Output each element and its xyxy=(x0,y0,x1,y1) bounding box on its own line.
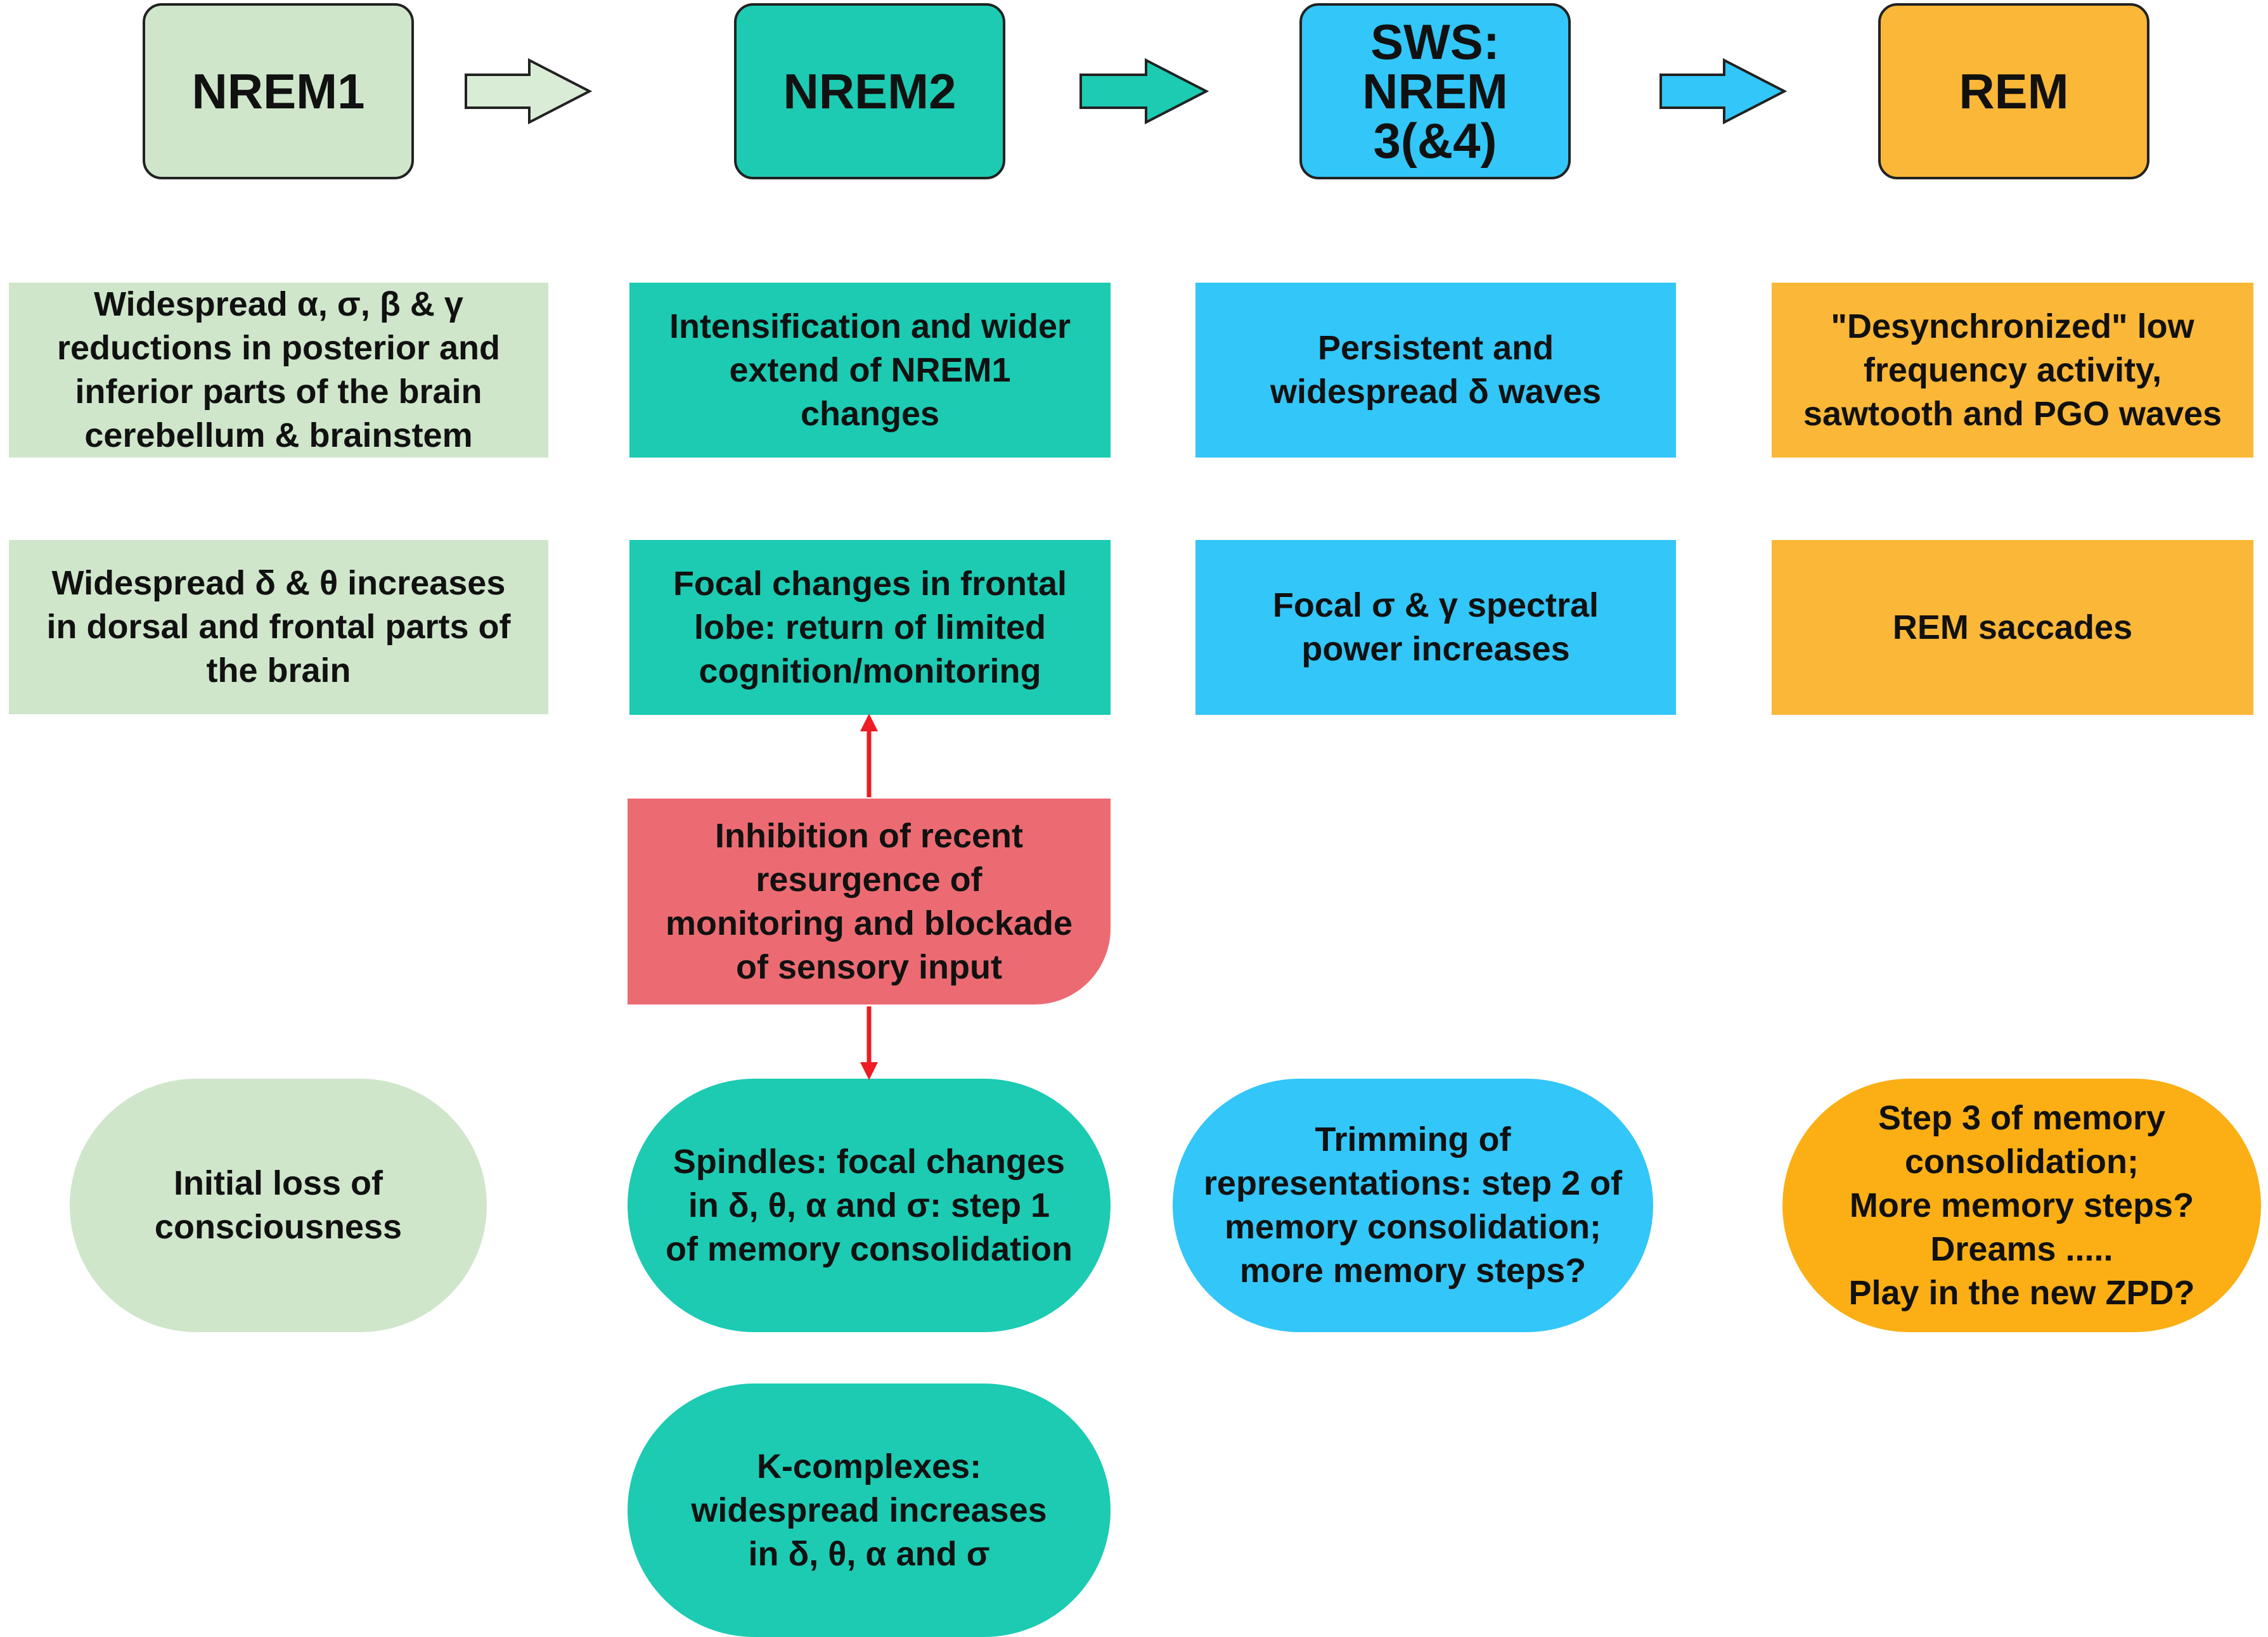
transition-arrow-sws-rem xyxy=(1659,58,1788,125)
nrem1-increases-box: Widespread δ & θ increases in dorsal and… xyxy=(9,540,548,714)
nrem1-reductions-box: Widespread α, σ, β & γ reductions in pos… xyxy=(9,283,548,458)
nrem2-intensification-box: Intensification and wider extend of NREM… xyxy=(629,283,1111,458)
rem-consolidation-pill: Step 3 of memory consolidation; More mem… xyxy=(1782,1079,2261,1332)
transition-arrow-nrem1-nrem2 xyxy=(465,58,593,125)
sws-spectral-power-box: Focal σ & γ spectral power increases xyxy=(1195,540,1676,715)
stage-box-rem: REM xyxy=(1878,3,2149,179)
k-complexes-pill: K-complexes: widespread increases in δ, … xyxy=(628,1383,1111,1637)
inhibition-box: Inhibition of recent resurgence of monit… xyxy=(628,799,1111,1005)
rem-desynchronized-box: "Desynchronized" low frequency activity,… xyxy=(1772,283,2253,458)
stage-box-nrem2: NREM2 xyxy=(734,3,1005,179)
stage-box-nrem1: NREM1 xyxy=(143,3,414,179)
sws-trimming-pill: Trimming of representations: step 2 of m… xyxy=(1173,1079,1653,1332)
sws-delta-waves-box: Persistent and widespread δ waves xyxy=(1195,283,1676,458)
rem-saccades-box: REM saccades xyxy=(1772,540,2253,715)
stage-box-sws: SWS: NREM 3(&4) xyxy=(1299,3,1571,179)
nrem2-frontal-changes-box: Focal changes in frontal lobe: return of… xyxy=(629,540,1111,715)
nrem1-outcome-pill: Initial loss of consciousness xyxy=(70,1079,487,1332)
transition-arrow-nrem2-sws xyxy=(1079,58,1209,125)
nrem2-spindles-pill: Spindles: focal changes in δ, θ, α and σ… xyxy=(628,1079,1111,1332)
